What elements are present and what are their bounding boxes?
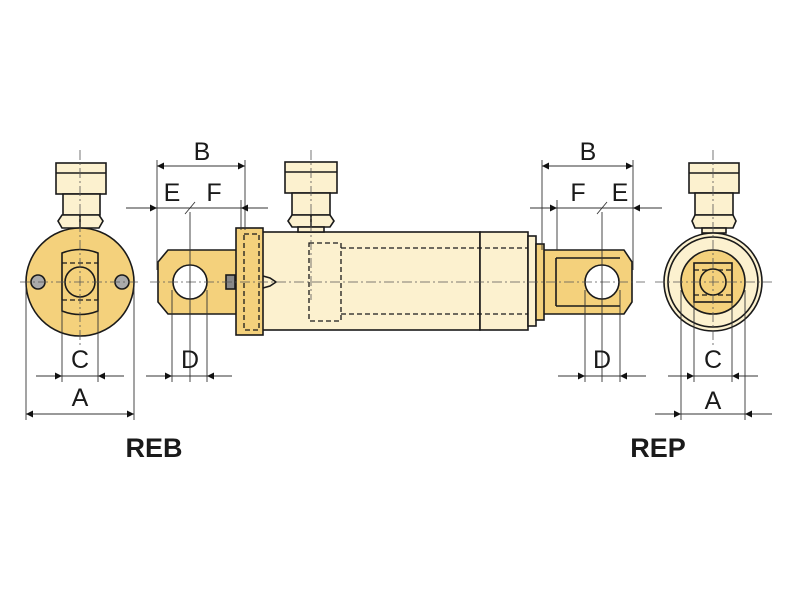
gland — [479, 231, 529, 331]
cylinder-body — [261, 231, 481, 331]
cylinder-side-view: B E F D B F E D — [126, 138, 662, 382]
dim-label-a: A — [72, 384, 89, 412]
rep-end-view: C A REP — [630, 150, 772, 463]
dim-label-c: C — [704, 346, 722, 374]
dim-label-d: D — [593, 346, 611, 374]
dim-label-a: A — [705, 387, 722, 415]
hydraulic-fitting — [688, 162, 740, 234]
dim-label-b: B — [580, 138, 597, 166]
reb-end-view: C A REB — [20, 150, 183, 463]
dim-label-b: B — [194, 138, 211, 166]
dim-label-e: E — [164, 179, 181, 207]
model-label-rep: REP — [630, 433, 686, 463]
dim-label-d: D — [181, 346, 199, 374]
model-label-reb: REB — [125, 433, 182, 463]
dim-label-c: C — [71, 346, 89, 374]
dim-label-f: F — [206, 179, 221, 207]
dim-label-f: F — [570, 179, 585, 207]
hydraulic-fitting — [55, 162, 107, 229]
dim-label-e: E — [612, 179, 629, 207]
